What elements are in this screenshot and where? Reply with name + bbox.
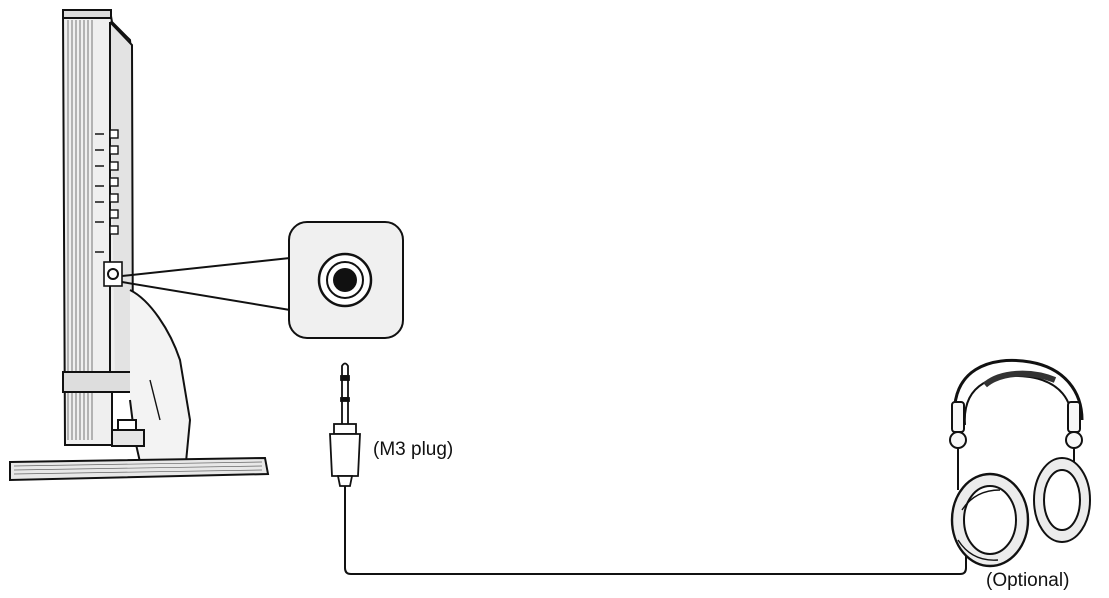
headphone-jack-icon — [317, 252, 373, 308]
headphone-cable — [344, 486, 967, 575]
headphones-icon — [949, 358, 1091, 568]
optional-label: (Optional) — [986, 570, 1070, 591]
mini-plug-icon — [329, 362, 361, 487]
m3-plug-label: (M3 plug) — [373, 439, 454, 460]
tv-side-view-icon — [9, 8, 270, 482]
